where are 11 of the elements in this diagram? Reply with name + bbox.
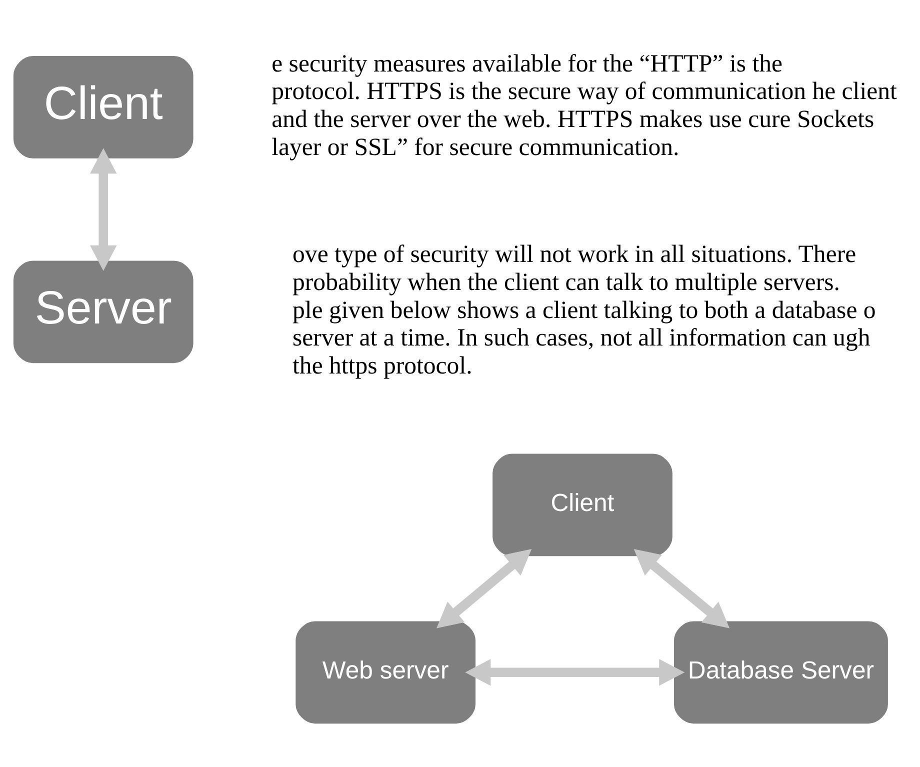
arrow: [634, 548, 730, 628]
label: e security measures available for the “HTTP” is the protocol. HTTPS is the secure way of communication he client and the server over the web. HTTPS makes use cure Sockets layer or SSL” for secure communication.: [272, 50, 897, 160]
node-box: Database Server: [674, 620, 888, 724]
arrow: [465, 658, 685, 686]
node-box: Web server: [296, 620, 476, 724]
node-box: Client: [492, 453, 672, 556]
node-box: Server: [13, 260, 194, 363]
arrow: [90, 148, 117, 270]
label: ove type of security will not work in all situations. There probability when the client can talk to multiple servers. ple given below shows a client talking to both a database o server at a time. In such cases, not all information can ugh the https protocol.: [292, 240, 876, 380]
arrow: [436, 548, 532, 628]
node-box: Client: [13, 56, 194, 158]
